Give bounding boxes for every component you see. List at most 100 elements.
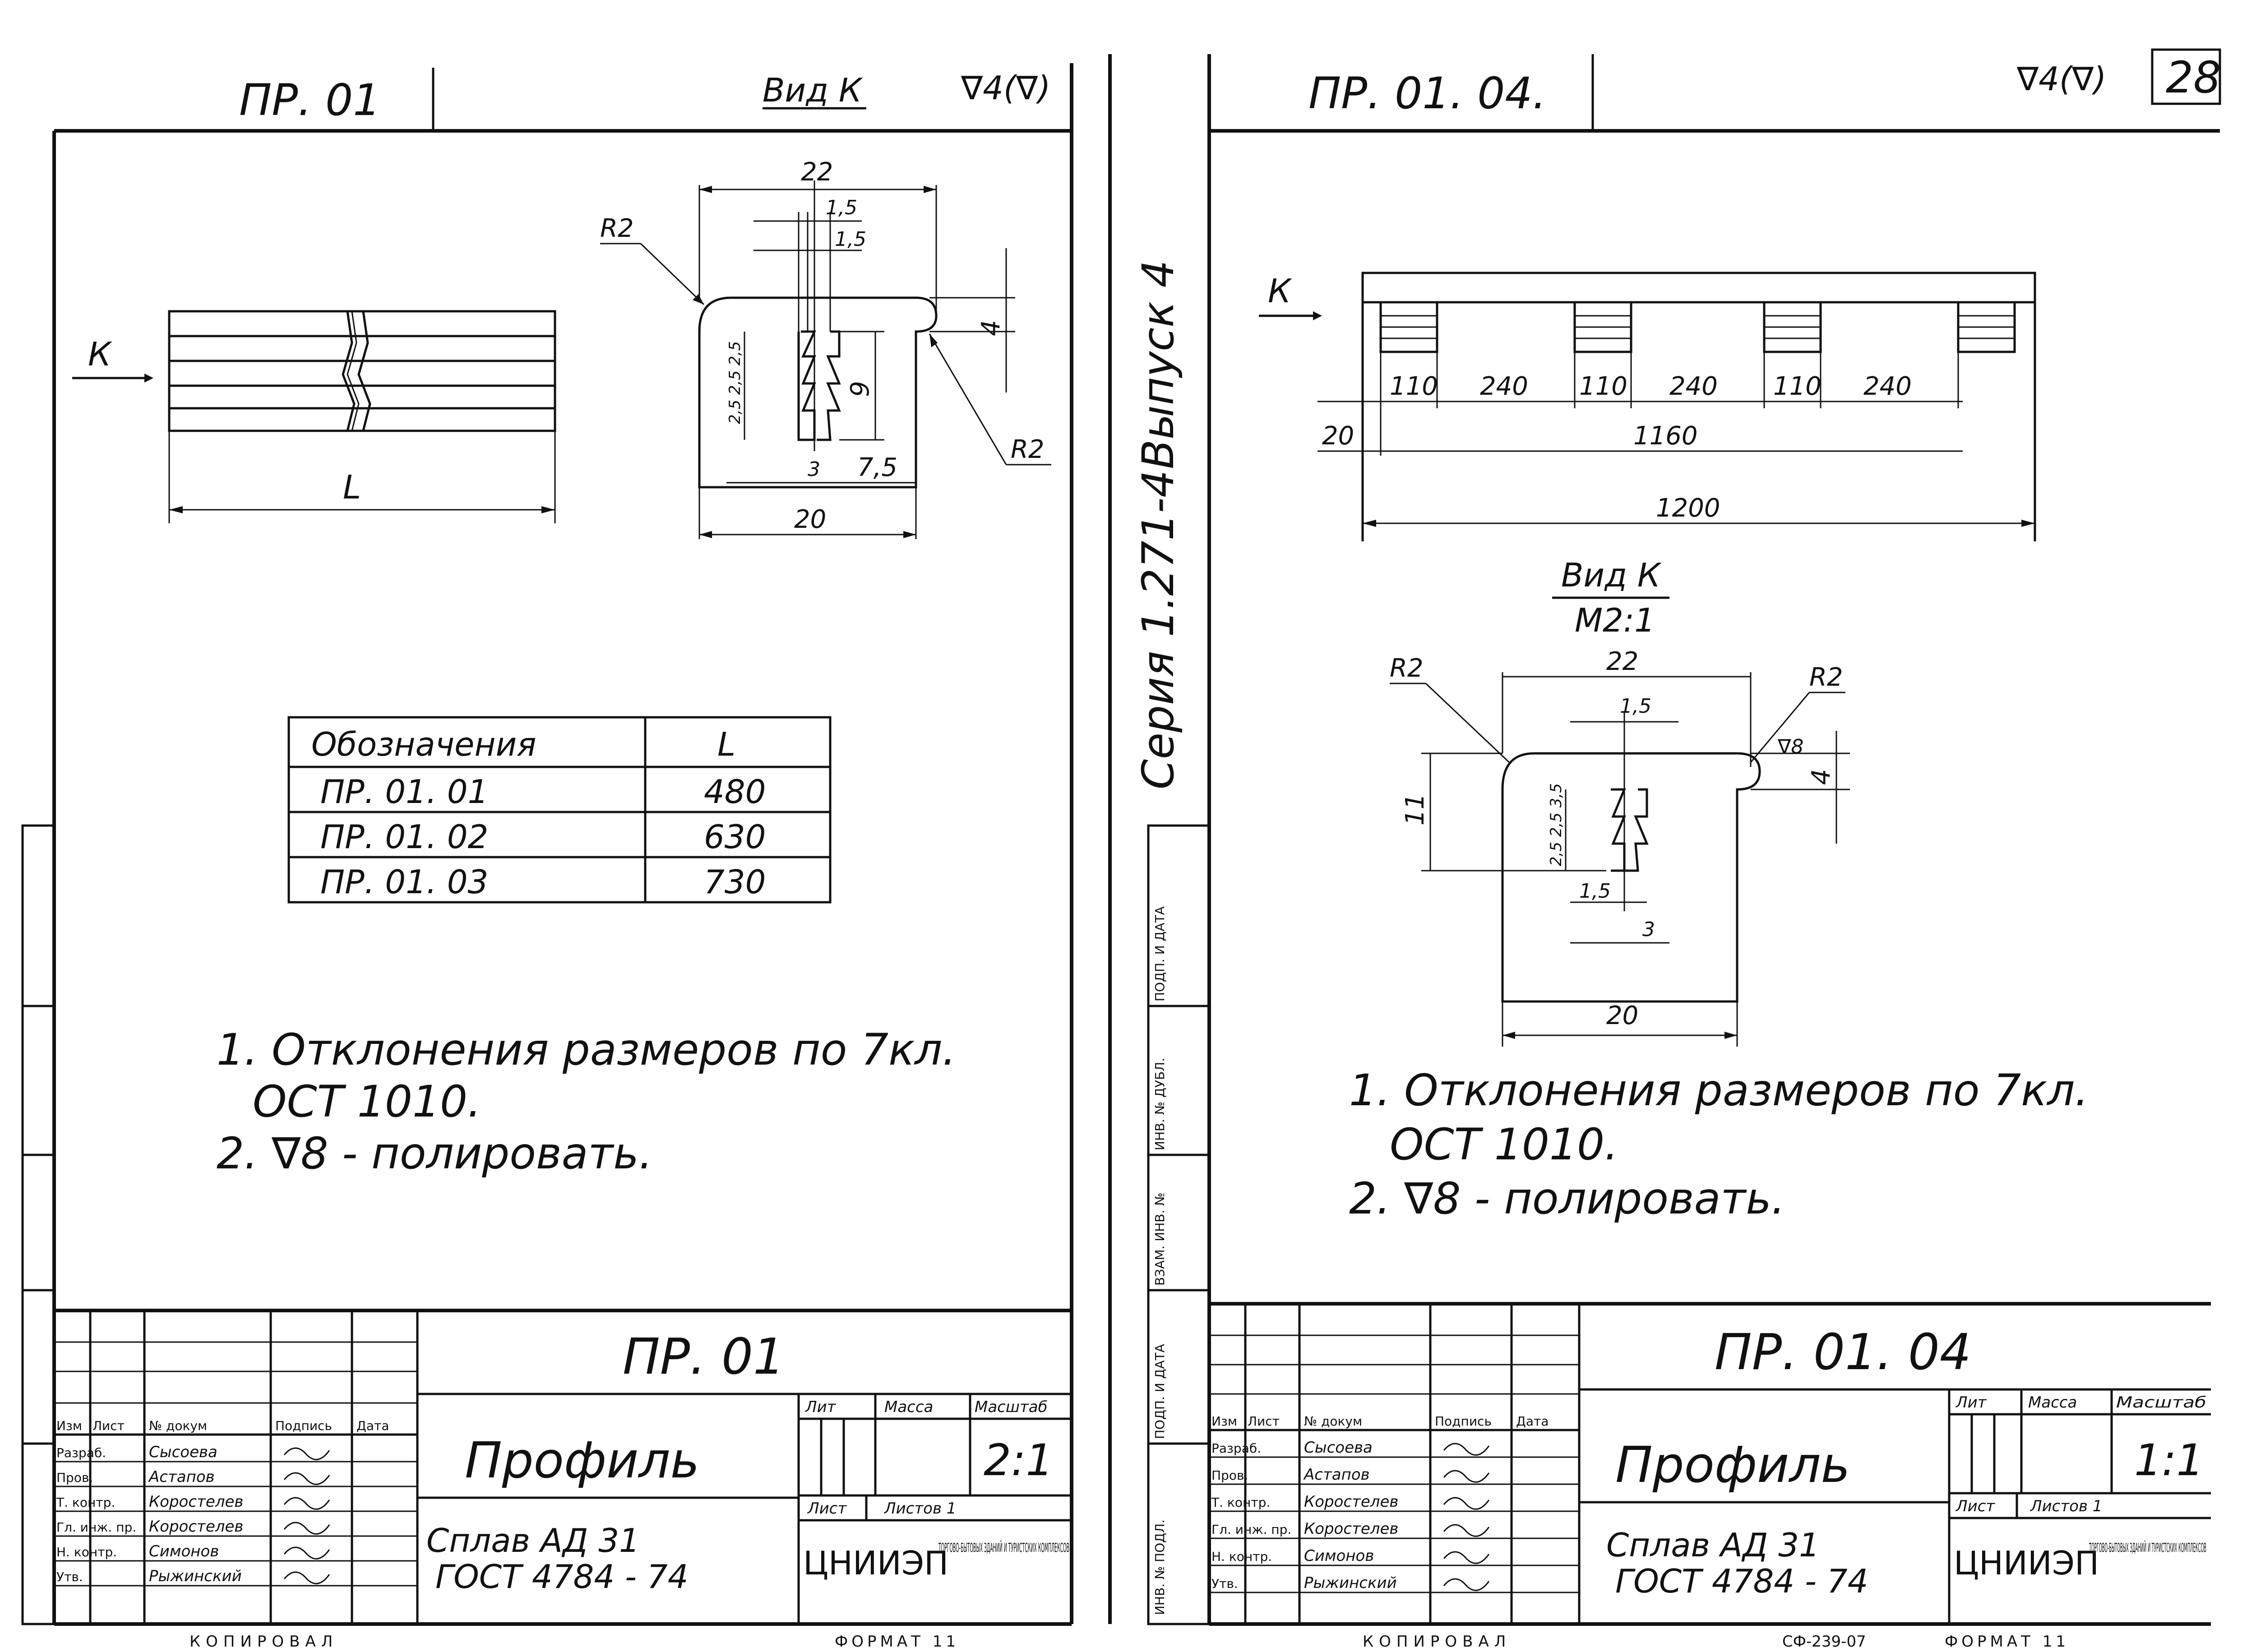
left-side-stamp: [21, 824, 55, 1625]
r-person-role-1: Разраб.: [1211, 1441, 1261, 1456]
stamp-sign-date-2: ПОДП. И ДАТА: [1152, 906, 1167, 1001]
left-length-label: L: [343, 468, 361, 506]
r-role-date: Дата: [1516, 1414, 1549, 1429]
person-role-4: Гл. инж. пр.: [56, 1520, 136, 1535]
role-doc: № докум: [149, 1418, 207, 1433]
right-view-label: Вид К: [1561, 556, 1662, 594]
left-view-label: Вид К: [763, 71, 863, 109]
right-dim-slot-a: 1,5: [1579, 880, 1611, 903]
left-roughness: ∇4(∇): [961, 69, 1050, 107]
right-dim-total-height: 11: [1401, 794, 1430, 826]
r-role-sign: Подпись: [1435, 1414, 1492, 1429]
table-row-2-length: 630: [704, 818, 766, 856]
left-tb-col-mass: Масса: [884, 1398, 933, 1416]
right-tb-scale: 1:1: [2134, 1435, 2204, 1486]
r-person-name-3: Коростелев: [1304, 1493, 1398, 1511]
designation-table: Обозначения L ПР. 01. 01 480 ПР. 01. 02 …: [287, 716, 832, 904]
left-dim-radius-right: R2: [1011, 435, 1045, 464]
person-name-1: Сысоева: [149, 1443, 217, 1461]
r-person-name-1: Сысоева: [1304, 1439, 1373, 1457]
left-footer-format: ФОРМАТ 11: [835, 1633, 959, 1651]
table-row-3-code: ПР. 01. 03: [320, 863, 488, 901]
right-dim-steps: 2,5 2,5 3,5: [1547, 783, 1565, 866]
person-role-5: Н. контр.: [56, 1545, 117, 1560]
left-dim-steps: 2,5 2,5 2,5: [726, 341, 744, 424]
left-tb-col-scale: Масштаб: [975, 1398, 1048, 1416]
plan-dim-3: 110: [1579, 372, 1627, 401]
left-dim-d1: 1,5: [826, 196, 857, 219]
right-dim-slot-b: 3: [1642, 918, 1655, 941]
plan-dim-start: 20: [1322, 421, 1354, 451]
left-tb-sheet: Лист: [807, 1500, 847, 1518]
left-note-1: 1. Отклонения размеров по 7кл.: [217, 1024, 956, 1075]
left-dim-width-bottom: 20: [794, 505, 826, 534]
left-sheet: ПР. 01 ∇4(∇) Вид К К: [21, 63, 1073, 1651]
right-note-2: 2. ∇8 - полировать.: [1349, 1173, 1785, 1224]
role-izm: Изм: [56, 1418, 82, 1433]
r-role-izm: Изм: [1211, 1414, 1237, 1429]
r-role-list: Лист: [1248, 1414, 1280, 1429]
left-dim-slot-depth: 9: [846, 381, 875, 397]
right-plan-view: К 110 240 110 240 110 240 20 1160 1200: [1259, 272, 2036, 541]
right-tb-col-mass: Масса: [2028, 1394, 2077, 1412]
left-dim-d2: 1,5: [835, 228, 866, 251]
right-note-1: 1. Отклонения размеров по 7кл.: [1349, 1065, 2089, 1116]
left-dim-width-top: 22: [801, 157, 833, 187]
r-person-name-2: Астапов: [1303, 1466, 1370, 1484]
role-list: Лист: [92, 1418, 125, 1433]
left-dim-offset: 7,5: [857, 453, 897, 482]
left-tb-org: ЦНИИЭП: [803, 1544, 948, 1582]
left-tb-sheets: Листов 1: [883, 1500, 956, 1518]
table-row-1-code: ПР. 01. 01: [320, 773, 488, 811]
plan-dim-2: 240: [1480, 372, 1528, 401]
r-role-doc: № докум: [1304, 1414, 1362, 1429]
stamp-inv: ИНВ. № ПОДЛ.: [1152, 1519, 1167, 1615]
plan-dim-5: 110: [1773, 372, 1821, 401]
left-note-2: 2. ∇8 - полировать.: [217, 1128, 652, 1179]
person-name-2: Астапов: [148, 1468, 215, 1486]
r-person-role-2: Пров.: [1211, 1468, 1248, 1483]
left-tb-material-1: Сплав АД 31: [426, 1522, 640, 1560]
left-tb-code: ПР. 01: [623, 1328, 785, 1385]
right-top-label: ПР. 01. 04.: [1308, 68, 1546, 119]
right-title-block: Изм Лист № докум Подпись Дата Разраб. Сы…: [1209, 1302, 2211, 1626]
series-label: Серия 1.271-4: [1133, 470, 1183, 789]
plan-dim-total: 1200: [1656, 494, 1720, 523]
right-tb-material-1: Сплав АД 31: [1606, 1526, 1820, 1564]
right-tb-col-scale: Масштаб: [2116, 1394, 2206, 1412]
issue-label: Выпуск 4: [1133, 260, 1183, 469]
role-date: Дата: [356, 1418, 389, 1433]
left-top-label: ПР. 01: [239, 75, 380, 125]
left-dim-slot: 3: [808, 458, 820, 481]
right-dim-d1: 1,5: [1620, 695, 1651, 718]
right-view-scale: М2:1: [1575, 601, 1655, 639]
table-row-2-code: ПР. 01. 02: [320, 818, 488, 856]
r-person-role-3: Т. контр.: [1211, 1495, 1270, 1510]
right-dim-height: 4: [1807, 769, 1836, 785]
table-header-length: L: [717, 725, 735, 763]
stamp-replace: ВЗАМ. ИНВ. №: [1152, 1193, 1167, 1286]
right-tb-material-2: ГОСТ 4784 - 74: [1615, 1562, 1868, 1600]
right-dim-width-top: 22: [1606, 647, 1638, 676]
table-row-3-length: 730: [704, 863, 766, 901]
person-role-1: Разраб.: [56, 1445, 106, 1460]
role-sign: Подпись: [275, 1418, 332, 1433]
person-role-6: Утв.: [56, 1569, 83, 1584]
right-note-1b: ОСТ 1010.: [1390, 1119, 1618, 1170]
right-footer-code: СФ-239-07: [1782, 1633, 1866, 1651]
r-person-role-4: Гл. инж. пр.: [1211, 1522, 1291, 1537]
right-tb-sheet: Лист: [1955, 1497, 1995, 1515]
right-section-view: 22 1,5 R2 R2 ∇8 4 11 2,5 2,5 3,5 1,5 3: [1390, 647, 1850, 1047]
left-plan-view: К L: [72, 310, 556, 523]
spine: Серия 1.271-4 Выпуск 4 ИНВ. № ПОДЛ. ПОДП…: [1108, 54, 1211, 1625]
stamp-dup: ИНВ. № ДУБЛ.: [1152, 1058, 1167, 1150]
sheet-number: 28: [2166, 52, 2221, 103]
right-view-arrow-label: К: [1268, 272, 1292, 310]
plan-dim-4: 240: [1669, 372, 1718, 401]
left-tb-col-lit: Лит: [804, 1398, 837, 1416]
person-role-3: Т. контр.: [56, 1495, 115, 1510]
left-tb-name: Профиль: [465, 1431, 700, 1489]
left-tb-org-desc: ТОРГОВО-БЫТОВЫХ ЗДАНИЙ И ТУРИСТСКИХ КОМП…: [938, 1540, 1069, 1555]
r-person-role-5: Н. контр.: [1211, 1549, 1272, 1564]
r-person-role-6: Утв.: [1211, 1576, 1238, 1591]
